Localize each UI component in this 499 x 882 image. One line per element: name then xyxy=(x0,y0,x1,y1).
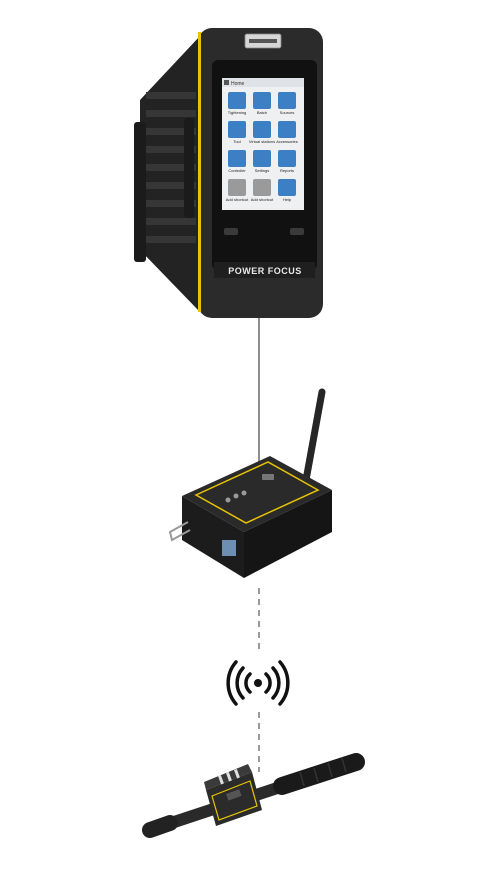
tile-reports-icon[interactable] xyxy=(278,150,296,167)
ap-accent-line xyxy=(194,461,320,524)
module-display xyxy=(226,789,242,801)
antenna xyxy=(302,388,326,484)
status-led-3 xyxy=(241,490,247,496)
ap-side-face xyxy=(244,490,332,578)
grip-ridges xyxy=(299,757,347,787)
tile-label: Tightening xyxy=(228,110,247,115)
ap-logo xyxy=(262,474,274,480)
signal-wave-mid-right xyxy=(271,666,281,700)
tile-label: Virtual stations xyxy=(249,139,275,144)
tile-label: Accessories xyxy=(276,139,298,144)
status-led-2 xyxy=(233,493,239,499)
tile-label: Add shortcut xyxy=(226,197,249,202)
wrench-head xyxy=(142,815,178,838)
tile-add-shortcut-icon[interactable] xyxy=(228,179,246,196)
tile-label: Help xyxy=(283,197,292,202)
tile-controller-icon[interactable] xyxy=(228,150,246,167)
side-handle-right xyxy=(184,118,194,218)
tile-batch-icon[interactable] xyxy=(253,92,271,109)
brand-strip xyxy=(214,262,315,278)
screen-title: Home xyxy=(231,81,245,87)
tile-settings-icon[interactable] xyxy=(253,150,271,167)
status-led-1 xyxy=(225,497,231,503)
tile-label: Sources xyxy=(280,110,295,115)
tile-virtual-stations-icon[interactable] xyxy=(253,121,271,138)
tile-help-icon[interactable] xyxy=(278,179,296,196)
signal-wave-mid-left xyxy=(235,666,245,700)
tile-label: Reports xyxy=(280,168,294,173)
side-handle xyxy=(134,122,146,262)
tile-tool-icon[interactable] xyxy=(228,121,246,138)
tile-label: Controller xyxy=(228,168,246,173)
cable-clip xyxy=(168,521,191,542)
brand-plate-logo xyxy=(249,39,277,43)
ap-top-face xyxy=(182,456,332,532)
signal-wave-inner-left xyxy=(244,672,252,694)
softkey-right[interactable] xyxy=(290,228,304,235)
tile-label: Add shortcut xyxy=(251,197,274,202)
home-icon xyxy=(224,80,229,85)
torque-wrench-tool xyxy=(142,753,365,838)
module-stripes xyxy=(217,768,240,785)
ethernet-port xyxy=(222,540,236,556)
tile-sources-icon[interactable] xyxy=(278,92,296,109)
signal-wave-outer-left xyxy=(226,660,238,706)
screen-header xyxy=(222,78,304,87)
tile-accessories-icon[interactable] xyxy=(278,121,296,138)
signal-wave-inner-right xyxy=(264,672,272,694)
signal-wave-outer-right xyxy=(278,660,290,706)
cooling-fins xyxy=(146,92,196,243)
module-accent xyxy=(211,780,258,821)
wireless-signal-icon xyxy=(226,660,290,706)
tile-label: Settings xyxy=(255,168,269,173)
tile-label: Batch xyxy=(257,110,267,115)
tile-tightening-icon[interactable] xyxy=(228,92,246,109)
signal-dot xyxy=(254,679,262,687)
softkey-left[interactable] xyxy=(224,228,238,235)
electronics-module xyxy=(206,772,262,826)
access-point xyxy=(168,388,332,578)
brand-label: POWER FOCUS xyxy=(228,266,302,276)
tile-label: Tool xyxy=(233,139,240,144)
tile-add-shortcut-icon[interactable] xyxy=(253,179,271,196)
ap-front-face xyxy=(182,496,244,578)
accent-stripe xyxy=(198,32,201,312)
